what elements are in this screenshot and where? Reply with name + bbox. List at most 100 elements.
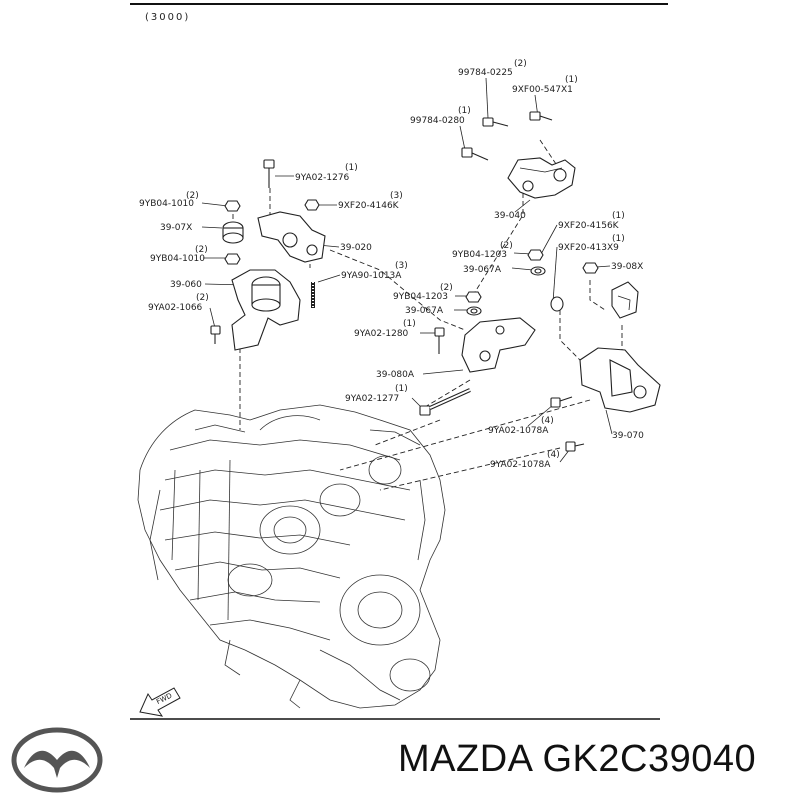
part-label-39-08X: 39-08X <box>611 262 643 272</box>
bolt-9YA02-1277 <box>419 388 471 416</box>
svg-text:9YB04-1010: 9YB04-1010 <box>139 199 194 209</box>
nut-9YB04-1203-b <box>465 291 482 303</box>
bolt-9YA02-1066 <box>210 325 221 344</box>
part-label-9YA02-1078A-b: (4) 9YA02-1078A <box>490 450 560 470</box>
svg-text:(1): (1) <box>403 319 416 329</box>
part-label-39-040: 39-040 <box>494 211 526 221</box>
svg-text:9YA02-1078A: 9YA02-1078A <box>490 460 551 470</box>
svg-text:39-060: 39-060 <box>170 280 202 290</box>
bolt-9YA02-1276 <box>263 159 275 188</box>
mazda-logo <box>11 727 103 793</box>
part-label-9YA02-1277: (1) 9YA02-1277 <box>345 384 408 404</box>
bracket-39-080A <box>461 317 536 373</box>
svg-text:99784-0225: 99784-0225 <box>458 68 513 78</box>
part-label-9YA02-1276: (1) 9YA02-1276 <box>295 163 358 183</box>
svg-text:99784-0280: 99784-0280 <box>410 116 465 126</box>
part-label-9XF00-547X1: (1) 9XF00-547X1 <box>512 75 578 95</box>
svg-text:(2): (2) <box>440 283 453 293</box>
bolt-99784-0280 <box>461 147 489 161</box>
svg-text:(1): (1) <box>395 384 408 394</box>
svg-text:39-067A: 39-067A <box>405 306 444 316</box>
leader-lines <box>201 77 613 463</box>
svg-text:39-080A: 39-080A <box>376 370 415 380</box>
svg-text:(3): (3) <box>395 261 408 271</box>
svg-text:9YB04-1203: 9YB04-1203 <box>452 250 507 260</box>
part-label-9XF20-4156K: (1) 9XF20-4156K <box>558 211 625 231</box>
svg-text:9YA02-1277: 9YA02-1277 <box>345 394 399 404</box>
svg-text:9XF20-4156K: 9XF20-4156K <box>558 221 620 231</box>
svg-text:39-040: 39-040 <box>494 211 526 221</box>
svg-text:9XF20-4146K: 9XF20-4146K <box>338 201 400 211</box>
svg-text:9XF00-547X1: 9XF00-547X1 <box>512 85 573 95</box>
svg-text:(1): (1) <box>565 75 578 85</box>
svg-text:9YA02-1078A: 9YA02-1078A <box>488 426 549 436</box>
part-label-9YB04-1010: (2) 9YB04-1010 <box>139 191 199 209</box>
svg-text:(1): (1) <box>612 211 625 221</box>
part-label-9YB04-1010-b: (2) 9YB04-1010 <box>150 245 208 264</box>
part-label-9YB04-1203: (2) 9YB04-1203 <box>452 241 513 260</box>
part-label-9YA02-1280: (1) 9YA02-1280 <box>354 319 416 339</box>
engine-transmission-assembly <box>137 404 446 709</box>
svg-text:9YA90-1013A: 9YA90-1013A <box>341 271 402 281</box>
mount-39-070 <box>579 347 661 413</box>
fwd-arrow: FWD <box>139 687 181 717</box>
mount-39-060 <box>231 269 301 351</box>
bolt-9YA02-1078A-b <box>565 441 585 452</box>
svg-text:9YB04-1010: 9YB04-1010 <box>150 254 205 264</box>
part-label-99784-0225: (2) 99784-0225 <box>458 59 527 78</box>
bushing-39-07X <box>222 221 244 244</box>
bolt-99784-0225 <box>482 117 509 127</box>
svg-text:39-08X: 39-08X <box>611 262 643 272</box>
part-label-39-020: 39-020 <box>340 243 372 253</box>
part-label-39-067A-b: 39-067A <box>405 306 444 316</box>
svg-text:39-020: 39-020 <box>340 243 372 253</box>
part-label-39-067A: 39-067A <box>463 265 502 275</box>
nut-9XF20-4146K <box>304 199 320 211</box>
bolt-9XF00-547X1 <box>529 111 553 121</box>
svg-text:9YB04-1203: 9YB04-1203 <box>393 292 448 302</box>
svg-text:(4): (4) <box>541 416 554 426</box>
part-label-39-060: 39-060 <box>170 280 202 290</box>
nut-9XF20-413X9 <box>582 262 599 274</box>
svg-text:(2): (2) <box>186 191 199 201</box>
svg-text:(3): (3) <box>390 191 403 201</box>
part-label-9YA02-1066: (2) 9YA02-1066 <box>148 293 209 313</box>
svg-text:(2): (2) <box>500 241 513 251</box>
svg-text:(1): (1) <box>345 163 358 173</box>
part-label-9YA02-1078A: (4) 9YA02-1078A <box>488 416 554 436</box>
part-label-9XF20-413X9: (1) 9XF20-413X9 <box>558 234 625 253</box>
svg-text:(4): (4) <box>547 450 560 460</box>
svg-text:9XF20-413X9: 9XF20-413X9 <box>558 243 619 253</box>
nut-9YB04-1010-b <box>224 253 241 265</box>
svg-text:9YA02-1276: 9YA02-1276 <box>295 173 350 183</box>
part-label-99784-0280: (1) 99784-0280 <box>410 106 471 126</box>
svg-text:9YA02-1280: 9YA02-1280 <box>354 329 409 339</box>
svg-text:(2): (2) <box>196 293 209 303</box>
washer-39-067A <box>530 266 546 276</box>
washer-39-067A-b <box>466 306 482 316</box>
part-label-39-070: 39-070 <box>612 431 644 441</box>
svg-text:(1): (1) <box>458 106 471 116</box>
part-label-39-080A: 39-080A <box>376 370 415 380</box>
mount-39-020 <box>257 211 326 263</box>
mount-39-040 <box>507 157 576 199</box>
svg-text:39-07X: 39-07X <box>160 223 192 233</box>
assembly-dashed-lines <box>232 139 623 491</box>
nut-9YB04-1203 <box>527 249 544 261</box>
svg-text:(1): (1) <box>612 234 625 244</box>
svg-text:39-067A: 39-067A <box>463 265 502 275</box>
part-number-caption: MAZDA GK2C39040 <box>398 738 757 780</box>
bolt-9YA02-1280 <box>434 327 445 354</box>
section-code: (3000) <box>145 12 190 23</box>
bolt-9YA02-1078A <box>550 396 573 408</box>
part-label-9YB04-1203-b: (2) 9YB04-1203 <box>393 283 453 302</box>
part-label-39-07X: 39-07X <box>160 223 192 233</box>
washer-9XF20-4156K <box>550 296 564 312</box>
part-label-9YA90-1013A: (3) 9YA90-1013A <box>341 261 408 281</box>
svg-text:(2): (2) <box>195 245 208 255</box>
part-label-9XF20-4146K: (3) 9XF20-4146K <box>338 191 403 211</box>
svg-text:39-070: 39-070 <box>612 431 644 441</box>
bracket-39-08X <box>611 281 639 319</box>
nut-9YB04-1010 <box>224 200 241 212</box>
